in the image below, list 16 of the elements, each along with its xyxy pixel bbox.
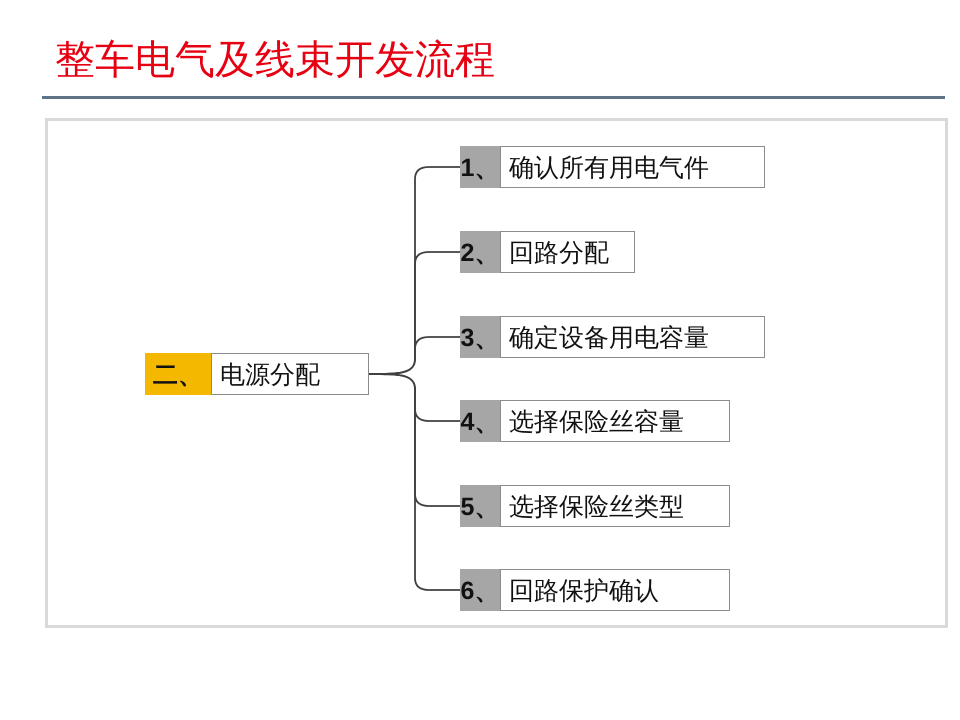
title: 整车电气及线束开发流程: [55, 36, 495, 84]
connector: [369, 373, 460, 591]
step-number: 1、: [460, 146, 500, 188]
section-tag: 二、: [145, 353, 211, 395]
step-label: 确认所有用电气件: [500, 146, 765, 188]
step-number: 5、: [460, 485, 500, 527]
step-label: 回路分配: [500, 231, 635, 273]
step-label: 选择保险丝类型: [500, 485, 730, 527]
step-label: 回路保护确认: [500, 569, 730, 611]
step-label: 确定设备用电容量: [500, 316, 765, 358]
step-number: 4、: [460, 400, 500, 442]
section-label: 电源分配: [211, 353, 369, 395]
step-number: 6、: [460, 569, 500, 611]
step-label: 选择保险丝容量: [500, 400, 730, 442]
step-number: 3、: [460, 316, 500, 358]
step-number: 2、: [460, 231, 500, 273]
